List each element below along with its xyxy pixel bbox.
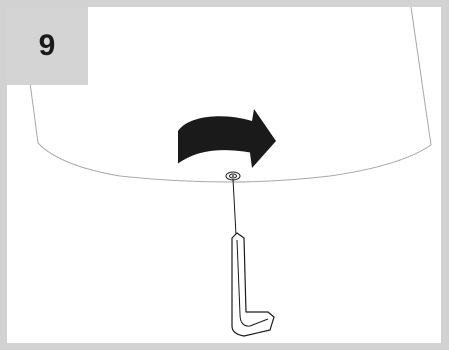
step-number-badge: 9 bbox=[6, 7, 88, 85]
rotate-clockwise-arrow-icon bbox=[177, 109, 276, 168]
appliance-base bbox=[20, 7, 431, 182]
appliance-base-outline bbox=[19, 6, 432, 183]
screw-head-icon bbox=[225, 171, 241, 181]
guide-line bbox=[232, 178, 237, 236]
hex-key-icon bbox=[231, 232, 275, 337]
step-number: 9 bbox=[38, 29, 56, 62]
